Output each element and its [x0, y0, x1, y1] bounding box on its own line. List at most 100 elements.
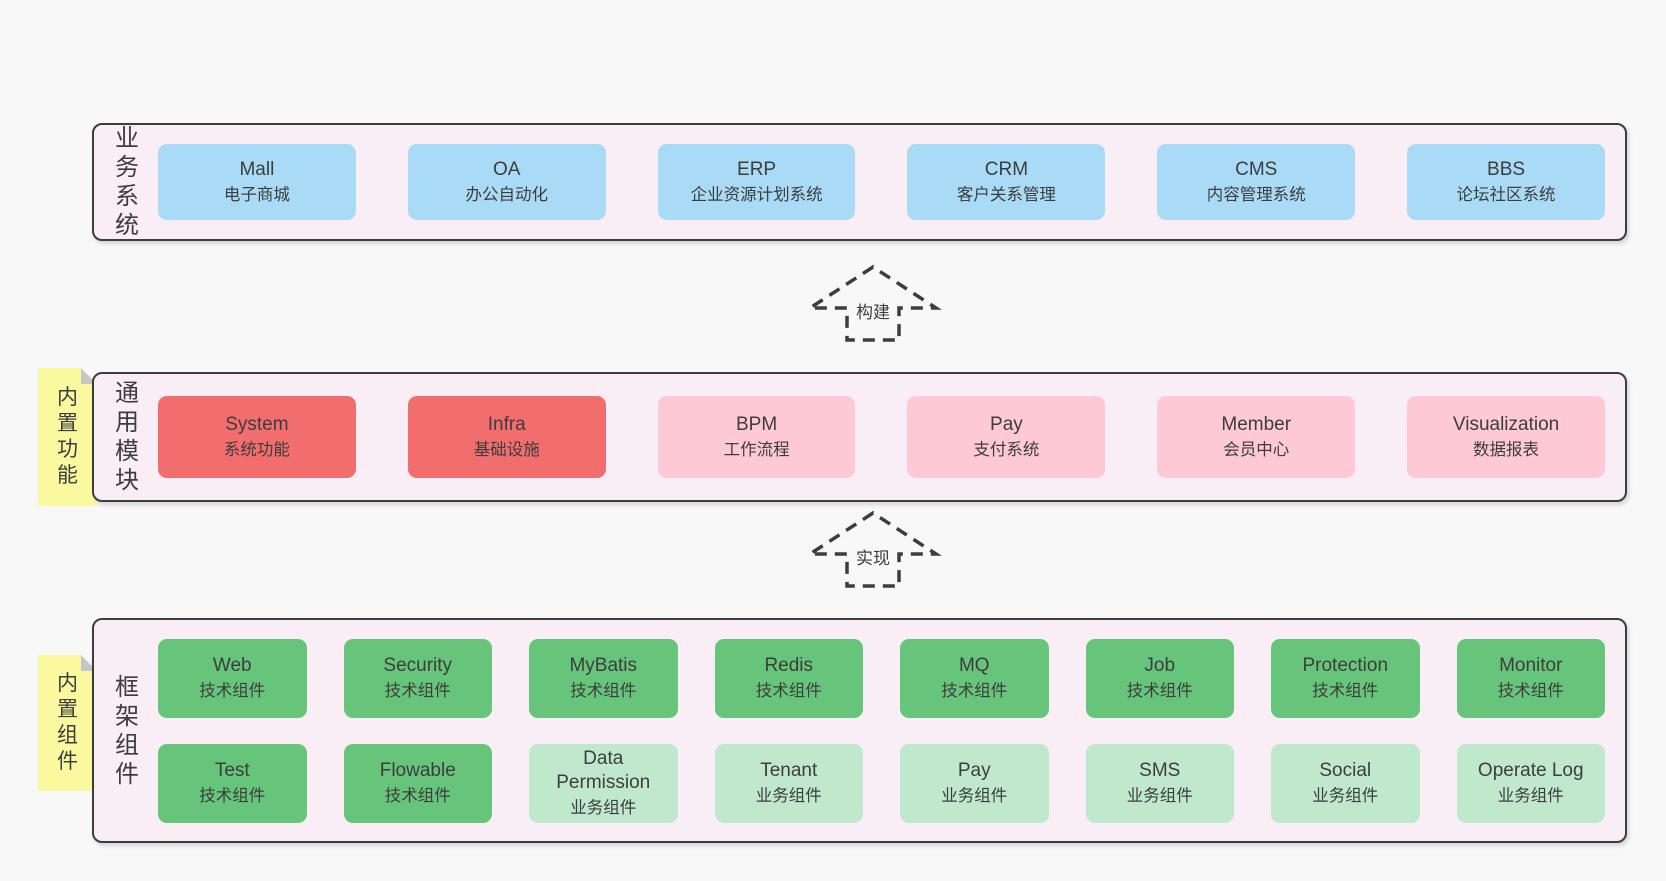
- box-subtitle: 技术组件: [1312, 681, 1379, 700]
- box-subtitle: 技术组件: [570, 681, 637, 700]
- box-subtitle: 技术组件: [384, 681, 451, 700]
- box-subtitle: 企业资源计划系统: [690, 185, 823, 204]
- box-title: Data Permission: [556, 747, 651, 794]
- business-systems-row: Mall 电子商城 OA 办公自动化 ERP 企业资源计划系统 CRM 客户关系…: [158, 144, 1605, 220]
- box-protection: Protection 技术组件: [1271, 638, 1420, 718]
- box-title: Social: [1319, 759, 1372, 781]
- box-subtitle: 基础设施: [473, 440, 540, 459]
- box-bpm: BPM 工作流程: [657, 396, 856, 478]
- box-title: Pay: [957, 759, 991, 781]
- box-social: Social 业务组件: [1271, 743, 1420, 823]
- box-title: BPM: [735, 413, 778, 435]
- box-redis: Redis 技术组件: [714, 638, 863, 718]
- framework-row-2: Test 技术组件 Flowable 技术组件 Data Permission …: [158, 743, 1605, 823]
- up-arrow-icon: [804, 510, 942, 588]
- business-systems-panel: 业务系统 Mall 电子商城 OA 办公自动化 ERP 企业资源计划系统 CRM…: [92, 123, 1627, 241]
- box-title: CMS: [1235, 158, 1278, 180]
- box-title: Infra: [487, 413, 526, 435]
- box-sms: SMS 业务组件: [1085, 743, 1234, 823]
- box-subtitle: 业务组件: [755, 786, 822, 805]
- box-title: Operate Log: [1477, 759, 1584, 781]
- framework-components-rows: Web 技术组件 Security 技术组件 MyBatis 技术组件 Redi…: [158, 638, 1605, 823]
- box-subtitle: 电子商城: [223, 185, 290, 204]
- box-title: System: [225, 413, 289, 435]
- box-subtitle: 业务组件: [1126, 786, 1193, 805]
- box-system: System 系统功能: [158, 396, 356, 478]
- box-title: Flowable: [379, 759, 456, 781]
- box-title: SMS: [1139, 759, 1181, 781]
- box-subtitle: 数据报表: [1473, 440, 1540, 459]
- box-title: Member: [1221, 413, 1292, 435]
- sticky-note-builtin-components: 内置组件: [38, 655, 97, 791]
- sticky-note-builtin-features: 内置功能: [38, 368, 97, 506]
- box-subtitle: 系统功能: [223, 440, 290, 459]
- box-oa: OA 办公自动化: [407, 144, 606, 220]
- box-member: Member 会员中心: [1157, 396, 1356, 478]
- box-cms: CMS 内容管理系统: [1157, 144, 1356, 220]
- box-bbs: BBS 论坛社区系统: [1407, 144, 1605, 220]
- panel-label-common-modules: 通用模块: [115, 380, 139, 494]
- box-monitor: Monitor 技术组件: [1456, 638, 1605, 718]
- box-subtitle: 技术组件: [1497, 681, 1564, 700]
- box-pay-module: Pay 支付系统: [907, 396, 1106, 478]
- box-data-permission: Data Permission 业务组件: [529, 743, 678, 823]
- box-title: Security: [383, 654, 453, 676]
- box-subtitle: 业务组件: [1312, 786, 1379, 805]
- box-subtitle: 支付系统: [973, 440, 1040, 459]
- box-subtitle: 论坛社区系统: [1456, 185, 1556, 204]
- common-modules-row: System 系统功能 Infra 基础设施 BPM 工作流程 Pay 支付系统…: [158, 396, 1605, 478]
- box-title: OA: [493, 158, 521, 180]
- box-web: Web 技术组件: [158, 638, 307, 718]
- box-mybatis: MyBatis 技术组件: [529, 638, 678, 718]
- box-subtitle: 工作流程: [723, 440, 790, 459]
- box-title: Protection: [1302, 654, 1389, 676]
- box-title: Job: [1144, 654, 1176, 676]
- panel-label-business-systems: 业务系统: [115, 125, 139, 239]
- box-subtitle: 技术组件: [384, 786, 451, 805]
- box-title: Mall: [239, 158, 275, 180]
- box-pay-component: Pay 业务组件: [900, 743, 1049, 823]
- box-subtitle: 技术组件: [199, 786, 266, 805]
- box-mq: MQ 技术组件: [900, 638, 1049, 718]
- box-title: Redis: [764, 654, 814, 676]
- box-test: Test 技术组件: [158, 743, 307, 823]
- panel-label-framework-components: 框架组件: [115, 673, 139, 788]
- box-title: BBS: [1487, 158, 1526, 180]
- box-subtitle: 技术组件: [755, 681, 822, 700]
- box-subtitle: 业务组件: [1497, 786, 1564, 805]
- arrow-label: 实现: [853, 544, 893, 569]
- box-subtitle: 客户关系管理: [956, 185, 1056, 204]
- box-subtitle: 业务组件: [570, 798, 637, 817]
- sticky-note-text: 内置组件: [57, 672, 78, 773]
- build-arrow: 构建: [798, 262, 948, 344]
- common-modules-panel: 通用模块 System 系统功能 Infra 基础设施 BPM 工作流程 Pay…: [92, 372, 1627, 502]
- box-visualization: Visualization 数据报表: [1407, 396, 1605, 478]
- box-erp: ERP 企业资源计划系统: [657, 144, 856, 220]
- box-flowable: Flowable 技术组件: [343, 743, 492, 823]
- box-subtitle: 技术组件: [1126, 681, 1193, 700]
- box-operate-log: Operate Log 业务组件: [1456, 743, 1605, 823]
- box-subtitle: 办公自动化: [465, 185, 548, 204]
- box-title: CRM: [984, 158, 1029, 180]
- box-job: Job 技术组件: [1085, 638, 1234, 718]
- box-subtitle: 技术组件: [941, 681, 1008, 700]
- arrow-label: 构建: [853, 298, 893, 323]
- box-title: Test: [214, 759, 250, 781]
- box-title: Tenant: [760, 759, 818, 781]
- box-subtitle: 业务组件: [941, 786, 1008, 805]
- box-security: Security 技术组件: [343, 638, 492, 718]
- box-mall: Mall 电子商城: [158, 144, 356, 220]
- box-subtitle: 技术组件: [199, 681, 266, 700]
- box-title: Visualization: [1452, 413, 1560, 435]
- box-crm: CRM 客户关系管理: [907, 144, 1106, 220]
- box-subtitle: 内容管理系统: [1206, 185, 1306, 204]
- sticky-note-text: 内置功能: [57, 386, 78, 487]
- up-arrow-icon: [804, 264, 942, 342]
- box-infra: Infra 基础设施: [407, 396, 606, 478]
- box-subtitle: 会员中心: [1223, 440, 1290, 459]
- box-title: MyBatis: [569, 654, 638, 676]
- box-title: Web: [212, 654, 252, 676]
- implement-arrow: 实现: [798, 508, 948, 590]
- box-title: ERP: [737, 158, 777, 180]
